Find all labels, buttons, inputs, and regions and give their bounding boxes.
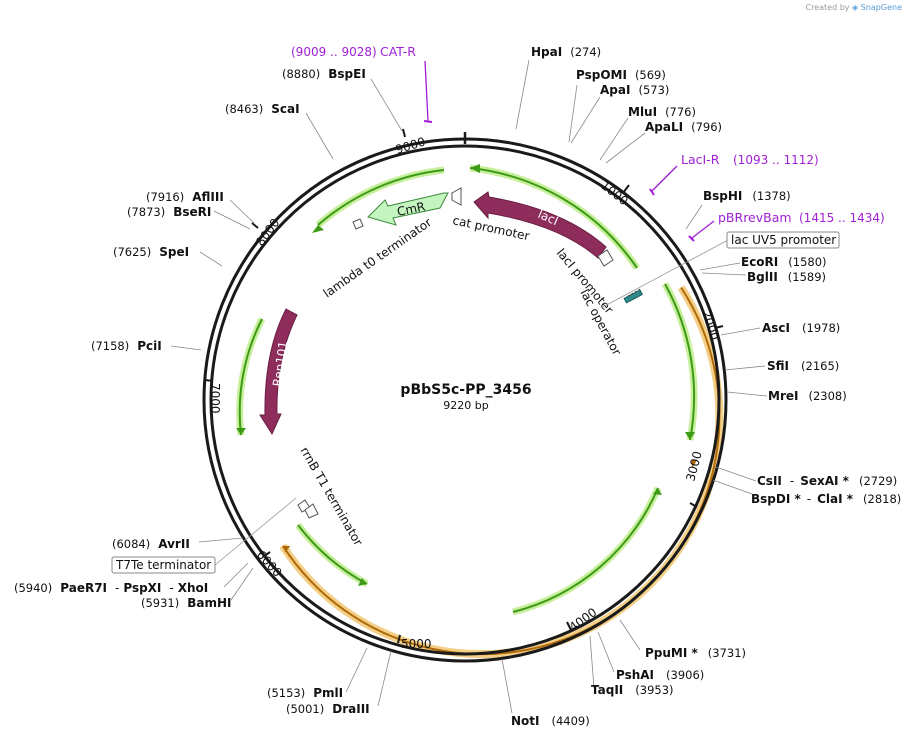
site-draiii: (5001)DraIII bbox=[286, 702, 370, 716]
tick-8000: 8000 bbox=[253, 216, 282, 249]
site-taqii: TaqII(3953) bbox=[591, 683, 674, 697]
site-bspdi-clai: BspDI *-ClaI *(2818) bbox=[751, 492, 901, 506]
site-spei: (7625)SpeI bbox=[113, 245, 189, 259]
backbone-circle bbox=[202, 132, 728, 663]
plasmid-size: 9220 bp bbox=[443, 399, 488, 412]
svg-text:(1415 .. 1434): (1415 .. 1434) bbox=[799, 211, 885, 225]
site-asci: AscI(1978) bbox=[762, 321, 840, 335]
site-bglii: BglII(1589) bbox=[747, 270, 826, 284]
site-mrei: MreI(2308) bbox=[768, 389, 847, 403]
primer-pbrrevbam: pBRrevBam (1415 .. 1434) bbox=[688, 210, 885, 242]
site-afliii: (7916)AflIII bbox=[146, 190, 224, 204]
tick-9000: 9000 bbox=[394, 135, 427, 157]
svg-text:LacI-R: LacI-R bbox=[681, 152, 720, 167]
tick-3000: 3000 bbox=[683, 450, 704, 483]
t7te-label: T7Te terminator bbox=[115, 558, 211, 572]
svg-text:(1093 .. 1112): (1093 .. 1112) bbox=[733, 153, 819, 167]
site-apai: ApaI(573) bbox=[600, 83, 669, 97]
site-leader-lines bbox=[170, 59, 768, 714]
site-ecori: EcoRI(1580) bbox=[741, 255, 827, 269]
restriction-sites: HpaI(274) PspOMI(569) ApaI(573) MluI(776… bbox=[14, 45, 901, 728]
rep101-gene-arrow: Rep101 bbox=[259, 308, 298, 436]
feature-labels: cat promoter lambda t0 terminator lacI p… bbox=[297, 213, 623, 548]
boxed-feature-lac-uv5: lac UV5 promoter bbox=[600, 231, 840, 309]
site-pmli: (5153)PmlI bbox=[267, 686, 343, 700]
small-feature-glyphs bbox=[297, 187, 644, 519]
primer-cat-r: (9009 .. 9028) CAT-R bbox=[291, 44, 433, 123]
site-mlui: MluI(776) bbox=[628, 105, 696, 119]
site-paer7i-pspxi-xhoi: (5940)PaeR7I-PspXI-XhoI bbox=[14, 581, 208, 595]
lambda-terminator-label: lambda t0 terminator bbox=[321, 215, 435, 300]
site-sfii: SfiI(2165) bbox=[767, 359, 839, 373]
orf-arrows bbox=[236, 164, 698, 616]
site-csii-sexai: CsII-SexAI *(2729) bbox=[757, 474, 897, 488]
cmr-label: CmR bbox=[396, 199, 427, 219]
boxed-feature-t7te: T7Te terminator bbox=[111, 497, 297, 574]
svg-text:CAT-R: CAT-R bbox=[380, 44, 416, 59]
site-psppomi: PspOMI(569) bbox=[576, 68, 666, 82]
site-pcii: (7158)PciI bbox=[91, 339, 162, 353]
snapgene-credit: Created by ◈ SnapGene bbox=[805, 3, 902, 12]
tick-7000: 7000 bbox=[208, 383, 222, 414]
svg-text:pBRrevBam: pBRrevBam bbox=[718, 210, 792, 225]
site-apali: ApaLI(796) bbox=[645, 120, 722, 134]
snapgene-logo-icon: ◈ bbox=[852, 3, 859, 12]
plasmid-name: pBbS5c-PP_3456 bbox=[400, 382, 531, 398]
site-avrii: (6084)AvrII bbox=[112, 537, 190, 551]
lac-uv5-label: lac UV5 promoter bbox=[731, 233, 836, 247]
site-bamhi: (5931)BamHI bbox=[141, 596, 232, 610]
site-ppumi: PpuMI *(3731) bbox=[645, 646, 746, 660]
laci-gene-arrow: lacI bbox=[473, 191, 607, 259]
cmr-gene-arrow: CmR bbox=[367, 192, 449, 226]
site-bspei: (8880)BspEI bbox=[282, 67, 366, 81]
tick-5000: 5000 bbox=[401, 637, 432, 651]
site-bseri: (7873)BseRI bbox=[127, 205, 211, 219]
site-pshai: PshAI(3906) bbox=[616, 668, 704, 682]
site-noti: NotI(4409) bbox=[511, 714, 590, 728]
rep101-label: Rep101 bbox=[270, 340, 290, 387]
svg-text:(9009 .. 9028): (9009 .. 9028) bbox=[291, 45, 377, 59]
site-hpai: HpaI(274) bbox=[531, 45, 601, 59]
primer-laci-r: LacI-R (1093 .. 1112) bbox=[649, 152, 819, 196]
tick-marks bbox=[204, 128, 724, 644]
insert-arc bbox=[279, 285, 724, 658]
orf-arrowheads bbox=[236, 164, 695, 586]
site-scai: (8463)ScaI bbox=[225, 102, 300, 116]
site-bsphi: BspHI(1378) bbox=[703, 189, 791, 203]
